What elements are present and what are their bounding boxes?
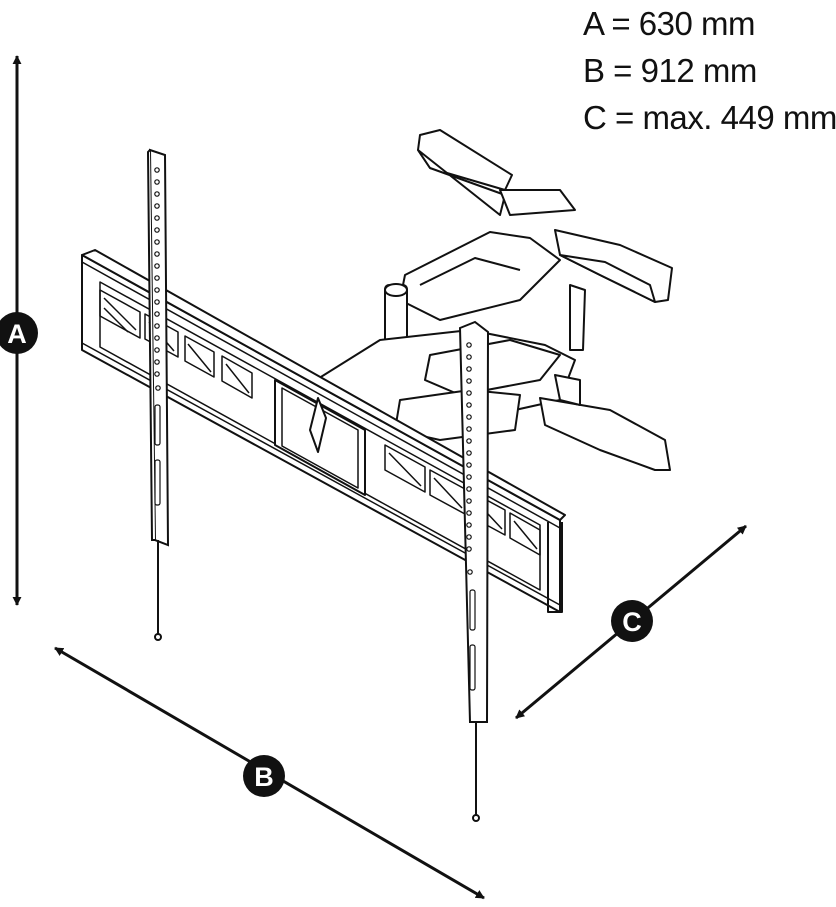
marker-a: A <box>0 312 38 354</box>
left-vertical-rail <box>146 148 170 641</box>
wall-plate <box>81 249 566 613</box>
dimensions-legend: A = 630 mm B = 912 mm C = max. 449 mm <box>583 0 836 141</box>
dimension-a-text: A = 630 mm <box>583 5 756 42</box>
marker-c: C <box>611 600 653 642</box>
marker-c-label: C <box>622 607 642 637</box>
dimension-b-text: B = 912 mm <box>583 52 757 89</box>
marker-b-label: B <box>254 762 274 792</box>
marker-b: B <box>243 755 285 797</box>
articulating-arm <box>299 129 673 471</box>
dimension-c-text: C = max. 449 mm <box>583 99 836 136</box>
right-vertical-rail <box>458 320 490 822</box>
marker-a-label: A <box>7 319 27 349</box>
